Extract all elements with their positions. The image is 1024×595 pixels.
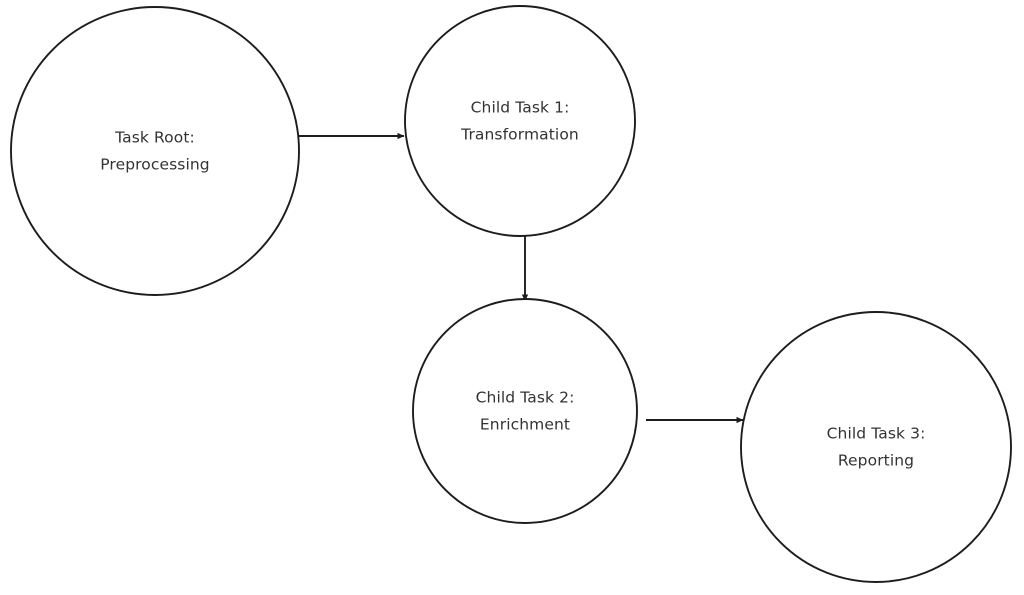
node-child-task-1[interactable]	[404, 5, 636, 237]
node-group	[10, 5, 1012, 583]
node-child-task-3[interactable]	[740, 311, 1012, 583]
node-child-task-2[interactable]	[412, 298, 638, 524]
edge-group	[299, 132, 744, 424]
node-task-root[interactable]	[10, 6, 300, 296]
